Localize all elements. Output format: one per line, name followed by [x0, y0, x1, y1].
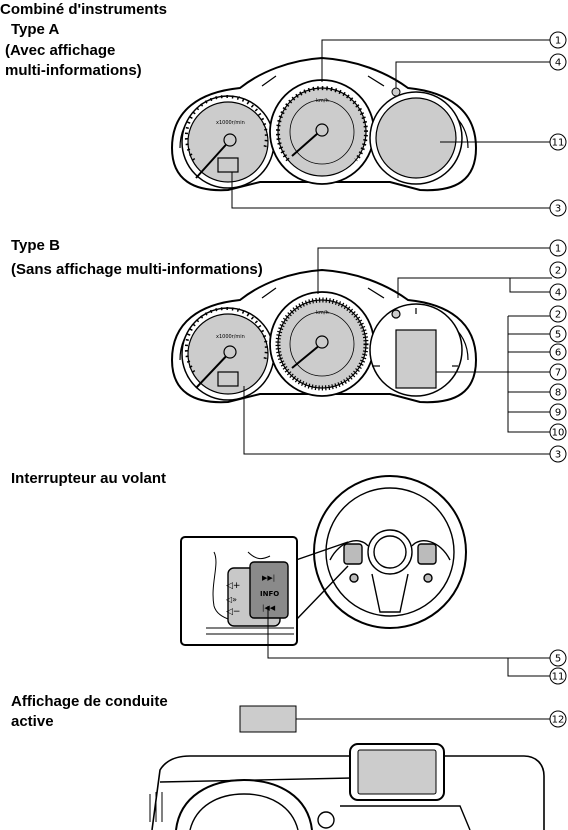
leaders-steering: [267, 606, 552, 677]
active-driving-display: [149, 705, 552, 830]
svg-text:x1000r/min: x1000r/min: [216, 120, 245, 126]
callout-number: 5: [555, 330, 561, 341]
callout-number: 3: [555, 450, 561, 461]
callout-number: 11: [552, 672, 565, 683]
callout-3: 3: [549, 445, 567, 463]
active-display-heading-line1: Affichage de conduite: [11, 693, 168, 710]
callout-1: 1: [549, 239, 567, 257]
callout-number: 9: [555, 408, 561, 419]
callout-5: 5: [549, 325, 567, 343]
callout-number: 4: [555, 288, 561, 299]
svg-text:km/h: km/h: [316, 310, 329, 316]
callout-1: 1: [549, 31, 567, 49]
type-a-note-line1: (Avec affichage: [5, 42, 116, 59]
callout-12: 12: [549, 710, 567, 728]
callout-number: 10: [552, 428, 565, 439]
callout-number: 7: [555, 368, 561, 379]
svg-text:◁+: ◁+: [226, 581, 240, 591]
leaders-type-a: [231, 39, 552, 209]
svg-text:x1000r/min: x1000r/min: [216, 334, 245, 340]
callout-11: 11: [549, 133, 567, 151]
info-switch-label: INFO: [260, 590, 279, 598]
svg-text:◁−: ◁−: [226, 607, 240, 617]
callout-number: 2: [555, 266, 561, 277]
type-b-note: (Sans affichage multi-informations): [11, 261, 263, 278]
callout-10: 10: [549, 423, 567, 441]
cluster-type-a: x1000r/min km/h: [170, 56, 478, 192]
callout-5: 5: [549, 649, 567, 667]
callout-number: 4: [555, 58, 561, 69]
callout-number: 1: [555, 36, 561, 47]
svg-text:▶▶|: ▶▶|: [262, 574, 275, 582]
steering-wheel: [313, 475, 467, 629]
callout-9: 9: [549, 403, 567, 421]
callout-number: 5: [555, 654, 561, 665]
callout-4: 4: [549, 53, 567, 71]
type-a-note-line2: multi-informations): [5, 62, 142, 79]
callout-7: 7: [549, 363, 567, 381]
callout-4: 4: [549, 283, 567, 301]
callout-number: 8: [555, 388, 561, 399]
callout-number: 11: [552, 138, 565, 149]
callout-number: 3: [555, 204, 561, 215]
callout-11: 11: [549, 667, 567, 685]
callout-2: 2: [549, 261, 567, 279]
callout-6: 6: [549, 343, 567, 361]
svg-text:km/h: km/h: [316, 98, 329, 104]
callout-number: 12: [552, 715, 565, 726]
type-a-heading: Type A: [11, 21, 60, 38]
svg-text:|◀◀: |◀◀: [262, 604, 276, 612]
active-display-heading-line2: active: [11, 713, 54, 730]
diagram-title: Combiné d'instruments: [0, 1, 167, 18]
steering-switch-heading: Interrupteur au volant: [11, 470, 167, 487]
cluster-type-b: x1000r/min km/h: [170, 268, 478, 404]
callout-number: 1: [555, 244, 561, 255]
callout-8: 8: [549, 383, 567, 401]
callout-number: 6: [555, 348, 561, 359]
callout-2: 2: [549, 305, 567, 323]
callout-number: 2: [555, 310, 561, 321]
leaders-type-b: [243, 247, 552, 455]
callout-3: 3: [549, 199, 567, 217]
svg-text:◁»: ◁»: [225, 595, 237, 604]
type-b-heading: Type B: [11, 237, 60, 254]
